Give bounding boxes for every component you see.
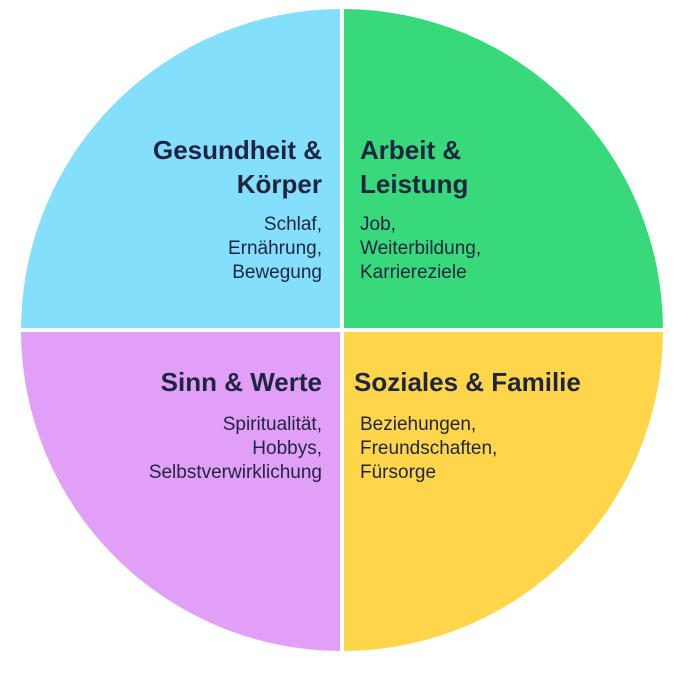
segment-work-performance [342,9,663,330]
segment-social-family [342,330,663,651]
quadrant-work-label: Arbeit & Leistung Job, Weiterbildung, Ka… [360,133,481,285]
quadrant-social-label: Soziales & Familie Beziehungen, Freundsc… [354,365,581,485]
quadrant-meaning-title: Sinn & Werte [160,367,322,397]
segment-health-body [21,9,342,330]
quadrant-meaning-text: Spiritualität, Hobbys, Selbstverwirklich… [148,414,322,483]
quadrant-social-title: Soziales & Familie [354,367,581,397]
quadrant-health-text: Schlaf, Ernährung, Bewegung [227,214,322,283]
quadrant-work-title: Arbeit & Leistung [360,135,469,199]
segment-meaning-values [21,330,342,651]
quadrant-health-title: Gesundheit & Körper [152,135,322,199]
quadrant-work-text: Job, Weiterbildung, Karriereziele [360,214,482,283]
quadrant-health-label: Gesundheit & Körper Schlaf, Ernährung, B… [153,133,322,285]
quadrant-meaning-label: Sinn & Werte Spiritualität, Hobbys, Selb… [149,365,322,485]
quadrant-social-text: Beziehungen, Freundschaften, Fürsorge [360,414,498,483]
